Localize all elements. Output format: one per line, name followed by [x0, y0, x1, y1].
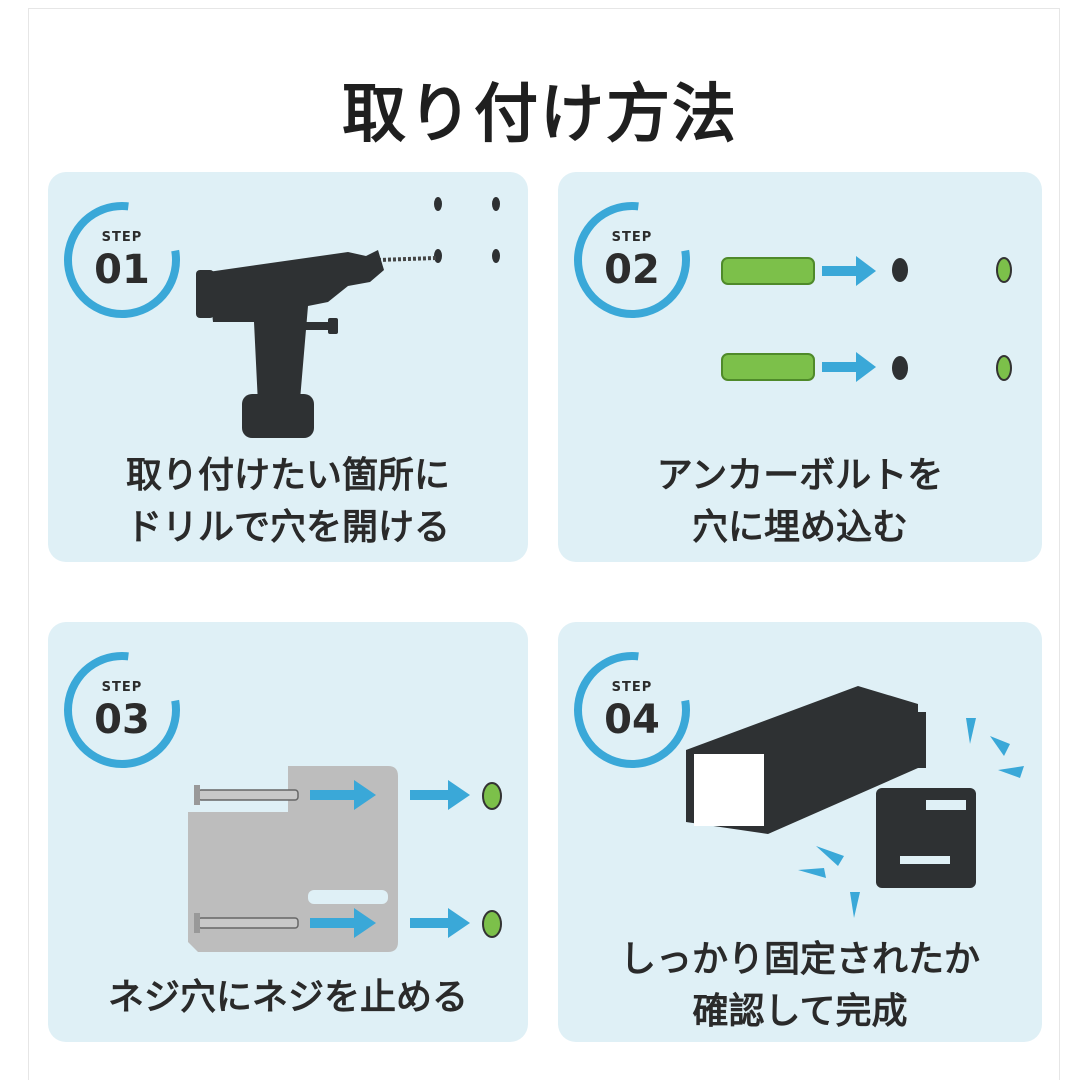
- step-badge: STEP 01: [62, 200, 182, 320]
- arrow-right-icon: [310, 780, 470, 938]
- screw-icon: [194, 785, 299, 933]
- step-badge: STEP 04: [572, 650, 692, 770]
- step-caption: 取り付けたい箇所に ドリルで穴を開ける: [125, 455, 450, 548]
- anchor-bolt-icon: [996, 257, 1012, 283]
- drill-hole: [892, 258, 908, 282]
- vibration-lines: [798, 718, 1024, 918]
- step-label: STEP: [101, 680, 143, 695]
- bracket-icon: [876, 788, 976, 888]
- camera-illustration: [686, 686, 1024, 918]
- drill-hole: [492, 249, 500, 263]
- camera-icon: [686, 686, 926, 834]
- arrow-right-icon: [822, 256, 876, 382]
- anchor-bolt-icon: [721, 257, 815, 381]
- drill-icon: [196, 250, 437, 438]
- step-badge: STEP 03: [62, 650, 182, 770]
- step-card-03: STEP 03 ネジ穴にネジを止める: [48, 622, 528, 1042]
- drill-hole: [434, 197, 442, 211]
- drill-hole: [892, 356, 908, 380]
- step-card-04: STEP 04 しっかり固定されたか 確認して完成: [558, 622, 1042, 1042]
- page-title: 取り付け方法: [342, 78, 738, 152]
- drill-hole: [434, 249, 442, 263]
- step-label: STEP: [611, 230, 653, 245]
- step-number: 02: [604, 247, 660, 293]
- drill-illustration: [196, 197, 500, 438]
- step-label: STEP: [101, 230, 143, 245]
- step-number: 01: [94, 247, 150, 293]
- page-frame: [28, 8, 1060, 1080]
- step-card-02: STEP 02 アンカーボルトを 穴に埋め込む: [558, 172, 1042, 562]
- drill-hole: [492, 197, 500, 211]
- anchor-bolt-icon: [482, 782, 502, 810]
- step-number: 03: [94, 697, 150, 743]
- anchor-bolt-icon: [996, 355, 1012, 381]
- step-caption: ネジ穴にネジを止める: [107, 977, 468, 1018]
- step-label: STEP: [611, 680, 653, 695]
- anchor-bolt-icon: [482, 910, 502, 938]
- bracket-icon: [188, 766, 398, 952]
- step-number: 04: [604, 697, 660, 743]
- step-caption: しっかり固定されたか 確認して完成: [619, 939, 980, 1032]
- anchor-illustration: [721, 256, 1012, 382]
- step-badge: STEP 02: [572, 200, 692, 320]
- step-card-01: STEP 01 取り付けたい箇所に ドリルで穴を開ける: [48, 172, 528, 562]
- screw-illustration: [188, 766, 502, 952]
- step-caption: アンカーボルトを 穴に埋め込む: [656, 455, 944, 548]
